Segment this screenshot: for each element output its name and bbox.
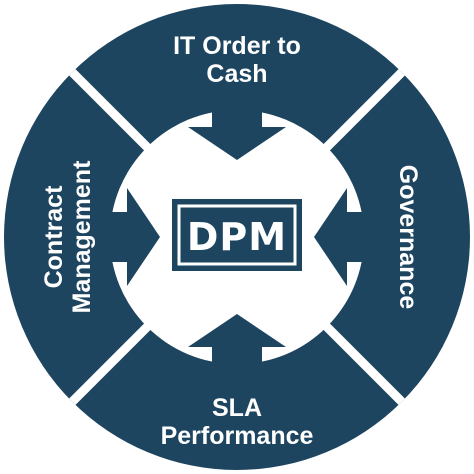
segment-top-label-line2: Cash <box>206 60 267 88</box>
segment-right-label: Governance <box>394 165 422 310</box>
segment-left-label-line2: Management <box>68 160 96 313</box>
segment-left-label-line1: Contract <box>40 185 68 288</box>
center-box-inner-border <box>177 204 297 266</box>
center-box <box>172 199 302 271</box>
center-label: DPM <box>187 215 287 259</box>
arrow-bottom <box>188 314 286 369</box>
arrow-left <box>105 188 160 286</box>
segment-bottom-label-line1: SLA <box>212 394 262 422</box>
arrow-right <box>314 188 369 286</box>
arrow-top <box>188 105 286 160</box>
segment-bottom-label-line2: Performance <box>161 422 314 450</box>
segment-top-label-line1: IT Order to <box>173 32 301 60</box>
